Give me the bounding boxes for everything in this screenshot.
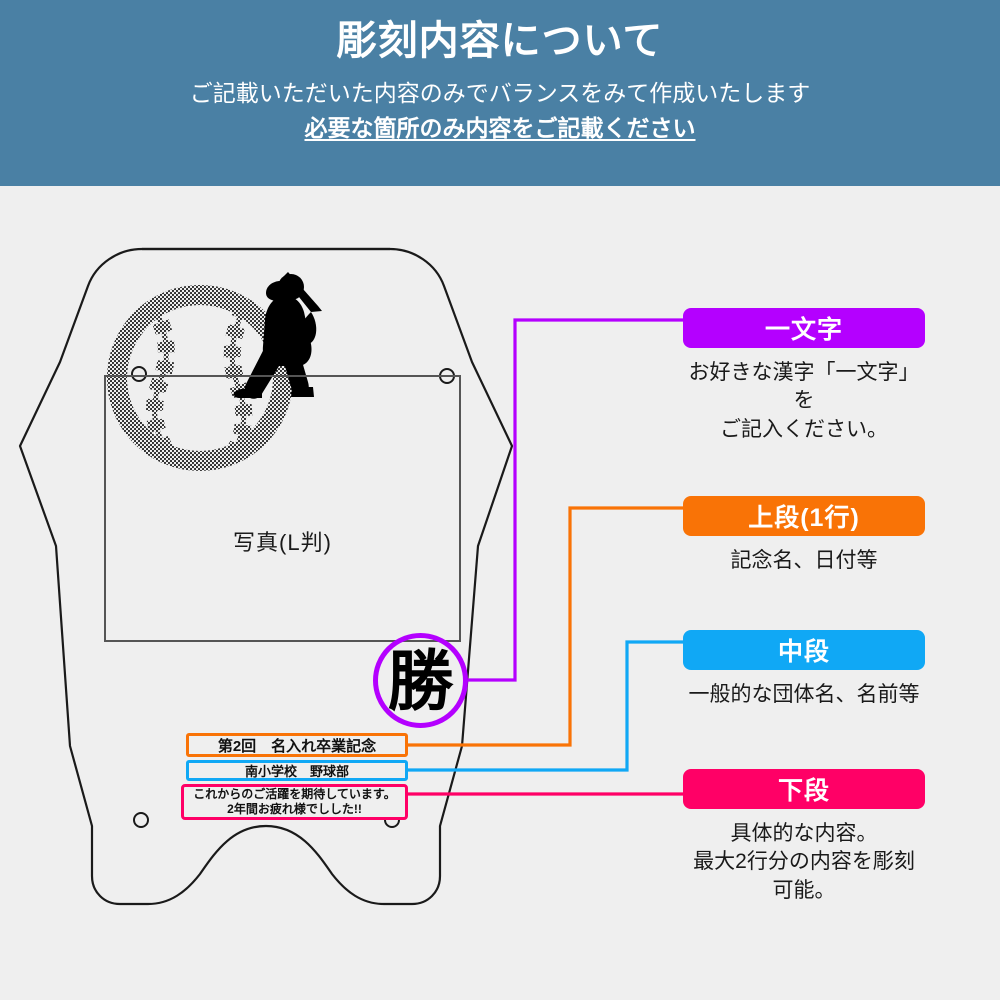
desc-chudan: 一般的な団体名、名前等: [688, 683, 920, 706]
photo-area-label: 写真(L判): [233, 530, 332, 555]
mount-hole-bottom-left: [133, 812, 149, 828]
callout-ichimoji: 一文字 お好きな漢字「一文字」を ご記入ください。: [683, 308, 925, 444]
engrave-text-jodan: 第2回 名入れ卒業記念: [217, 737, 377, 755]
engrave-text-kadan-line2: 2年間お疲れ様でしした!!: [227, 802, 362, 816]
badge-label-ichimoji: 一文字: [764, 316, 843, 344]
desc-kadan: 具体的な内容。 最大2行分の内容を彫刻可能。: [693, 822, 915, 902]
connector-jodan: [408, 506, 683, 747]
engrave-box-kadan: これからのご活躍を期待しています。 2年間お疲れ様でしした!!: [181, 784, 408, 820]
badge-label-kadan: 下段: [777, 777, 830, 805]
kanji-sample-mark: 勝: [373, 633, 468, 728]
page-title: 彫刻内容について: [336, 19, 664, 63]
badge-label-chudan: 中段: [777, 638, 830, 666]
engrave-text-chudan: 南小学校 野球部: [244, 764, 349, 779]
callout-jodan: 上段(1行) 記念名、日付等: [683, 496, 925, 575]
connector-chudan: [408, 640, 683, 772]
baseball-batter-icon: [233, 272, 322, 399]
badge-jodan[interactable]: 上段(1行): [683, 496, 925, 536]
callout-kadan: 下段 具体的な内容。 最大2行分の内容を彫刻可能。: [683, 769, 925, 905]
header-subtitle-line1: ご記載いただいた内容のみでバランスをみて作成いたします: [189, 80, 811, 106]
desc-jodan: 記念名、日付等: [730, 549, 878, 572]
page-header: 彫刻内容について ご記載いただいた内容のみでバランスをみて作成いたします 必要な…: [0, 0, 1000, 186]
diagram-stage: 写真(L判) 勝 第2回 名入れ卒業記念 南小学校 野球部 これからのご活躍を期…: [0, 186, 1000, 1000]
photo-frame: [104, 375, 461, 642]
engrave-box-jodan: 第2回 名入れ卒業記念: [186, 733, 408, 757]
badge-kadan[interactable]: 下段: [683, 769, 925, 809]
header-subtitle-line2: 必要な箇所のみ内容をご記載ください: [304, 114, 696, 141]
engrave-box-chudan: 南小学校 野球部: [186, 760, 408, 781]
badge-label-jodan: 上段(1行): [748, 504, 860, 532]
engrave-text-kadan-line1: これからのご活躍を期待しています。: [193, 787, 396, 801]
badge-ichimoji[interactable]: 一文字: [683, 308, 925, 348]
connector-ichimoji: [468, 318, 683, 682]
callout-chudan: 中段 一般的な団体名、名前等: [683, 630, 925, 709]
badge-chudan[interactable]: 中段: [683, 630, 925, 670]
desc-ichimoji: お好きな漢字「一文字」を ご記入ください。: [688, 361, 920, 441]
